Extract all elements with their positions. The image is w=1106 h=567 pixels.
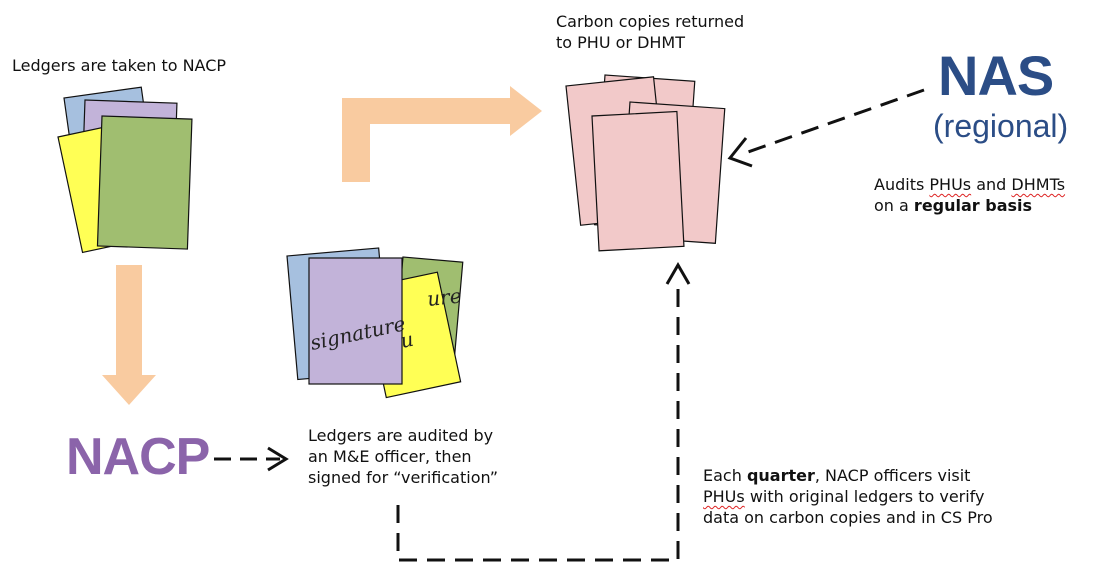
audited-label: Ledgers are audited by an M&E officer, t… xyxy=(308,425,498,488)
quarterly-bold: quarter xyxy=(746,466,815,485)
down-arrow xyxy=(102,265,156,405)
quarterly-line-2: PHUs with original ledgers to verify xyxy=(703,486,993,507)
carbon-line-2: to PHU or DHMT xyxy=(556,33,686,52)
audits-line-2-bold: regular basis xyxy=(913,196,1033,215)
audits-word-3: and xyxy=(976,175,1007,194)
audited-line-2: an M&E officer, then xyxy=(308,447,472,466)
audits-line-1: Audits PHUs and DHMTs xyxy=(874,174,1065,195)
carbon-copies-label: Carbon copies returned to PHU or DHMT xyxy=(556,11,744,53)
quarterly-line-2-rest: with original ledgers to verify xyxy=(749,487,985,506)
audits-word-4: DHMTs xyxy=(1011,175,1066,194)
nas-audits-label: Audits PHUs and DHMTs on a regular basis xyxy=(874,174,1065,216)
nas-dashed-arrow xyxy=(727,88,925,168)
quarterly-line-1: Each quarter, NACP officers visit xyxy=(703,465,993,486)
audited-line-1: Ledgers are audited by xyxy=(308,426,494,445)
signed-ledger-purple xyxy=(308,257,403,385)
carbon-line-1: Carbon copies returned xyxy=(556,12,745,31)
ledger-green xyxy=(96,115,193,250)
nacp-dashed-arrow xyxy=(214,446,289,472)
nas-title: NAS xyxy=(938,44,1054,107)
signature-behind-text: u xyxy=(398,327,416,353)
signed-ledger-stack xyxy=(286,247,464,399)
quarterly-pre: Each xyxy=(703,466,742,485)
ledgers-taken-label: Ledgers are taken to NACP xyxy=(12,56,227,75)
nacp-title: NACP xyxy=(66,428,210,486)
quarterly-phus: PHUs xyxy=(703,487,745,506)
signature-partial-text: ure xyxy=(426,284,463,311)
ledger-stack xyxy=(57,86,193,254)
quarterly-line-3: data on carbon copies and in CS Pro xyxy=(703,508,993,527)
audits-line-2: on a regular basis xyxy=(874,195,1065,216)
audits-line-2-pre: on a xyxy=(874,196,909,215)
audited-line-3: signed for “verification” xyxy=(308,468,499,487)
quarterly-visit-label: Each quarter, NACP officers visit PHUs w… xyxy=(703,465,993,528)
carbon-copy-stack xyxy=(565,74,726,252)
quarterly-rest: , NACP officers visit xyxy=(814,466,971,485)
quarterly-loop-arrow xyxy=(396,262,691,562)
nas-regional: (regional) xyxy=(933,108,1069,144)
audits-word-1: Audits xyxy=(874,175,925,194)
elbow-arrow xyxy=(342,86,542,182)
audits-word-2: PHUs xyxy=(929,175,972,194)
carbon-copy-4 xyxy=(591,110,685,252)
